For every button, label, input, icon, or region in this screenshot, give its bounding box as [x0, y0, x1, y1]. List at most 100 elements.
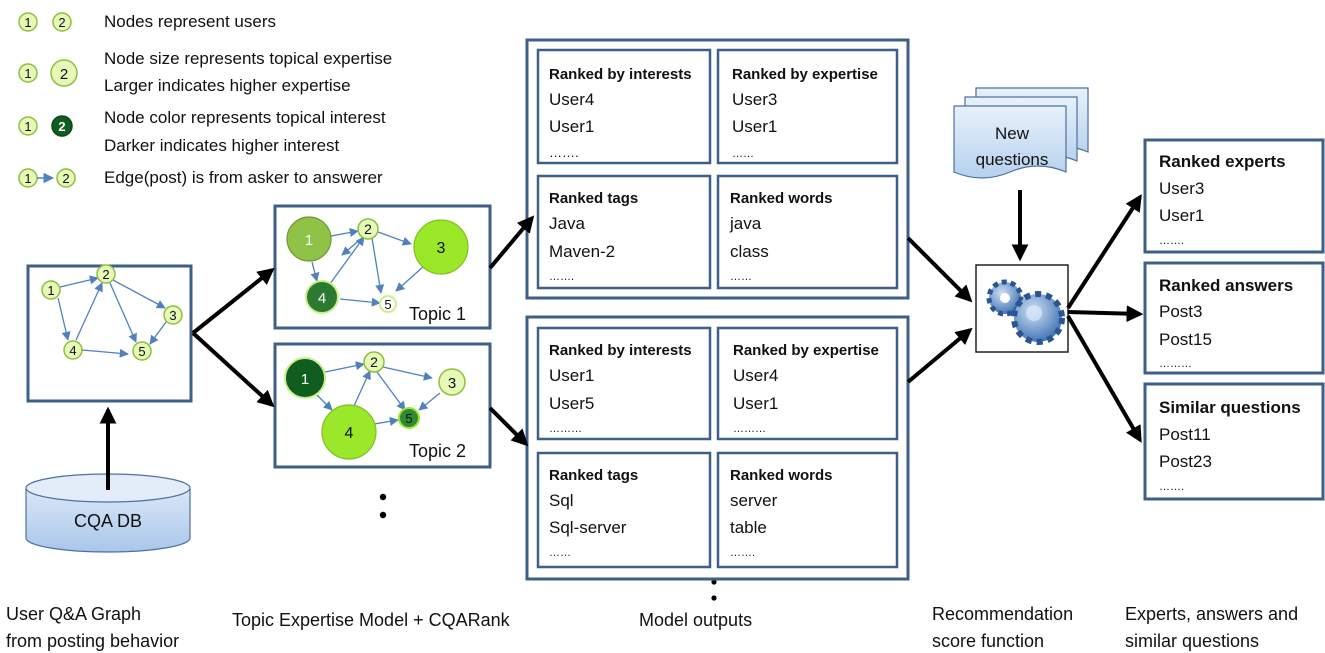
graph-node [163, 305, 183, 325]
output-cell: Ranked by expertise User4 User1 ……… [716, 326, 899, 441]
output-cell-title: Ranked tags [549, 190, 638, 207]
flow-arrow-score-to-answers [1067, 305, 1144, 323]
graph-node [438, 368, 466, 396]
output-cell-item: User4 [733, 366, 778, 385]
output-cell: Ranked tags Java Maven-2 ……. [536, 174, 712, 290]
graph-edge [324, 361, 365, 373]
graph-node [398, 407, 420, 429]
graph-node-label: 5 [138, 344, 145, 359]
legend-node-label: 2 [60, 66, 68, 83]
result-box-item: Post11 [1159, 425, 1211, 444]
gear-hub [1000, 293, 1010, 303]
graph-edge [330, 228, 359, 237]
output-cell: Ranked words java class …… [716, 174, 899, 290]
output-cell-item: Maven-2 [549, 242, 615, 261]
graph-node-label: 4 [345, 425, 354, 442]
graph-node [284, 357, 326, 399]
output-cell-more: …… [549, 547, 571, 559]
legend-node-label: 1 [24, 15, 31, 30]
result-box-title: Ranked answers [1159, 276, 1293, 295]
output-cell-frame [536, 48, 712, 165]
result-box-item: Post3 [1159, 302, 1202, 321]
graph-node [132, 341, 152, 361]
qa-graph: 1 2 3 4 5 [26, 264, 193, 403]
dot [711, 595, 717, 601]
output-cell: Ranked by interests User1 User5 ……… [536, 326, 712, 441]
flow-arrow-score-to-similar [1066, 314, 1142, 443]
result-box-item: User1 [1159, 206, 1204, 225]
result-box-frame [1143, 261, 1325, 375]
topic-1-graph: 1 2 3 4 5 Topic 1 [273, 204, 492, 330]
legend-item-edge: 1 2 Edge(post) is from asker to answerer [18, 168, 383, 188]
output-cell-frame [716, 48, 899, 165]
captions: User Q&A Graph from posting behavior Top… [6, 604, 1298, 651]
output-cell: Ranked tags Sql Sql-server …… [536, 451, 712, 569]
output-cell-item: table [730, 518, 767, 537]
result-box-item: Post23 [1159, 452, 1212, 471]
graph-edge [149, 321, 167, 345]
output-cell: Ranked words server table ……. [716, 451, 899, 569]
score-function-box [975, 264, 1069, 353]
output-cell-frame [716, 174, 899, 290]
result-box-item: User3 [1159, 179, 1204, 198]
graph-node [41, 280, 61, 300]
caption-graph: User Q&A Graph [6, 604, 141, 624]
new-questions-label: questions [976, 150, 1049, 169]
output-cell-item: User4 [549, 90, 594, 109]
graph-edge [395, 265, 425, 292]
caption-results: similar questions [1125, 631, 1259, 651]
legend-text: Darker indicates higher interest [104, 136, 340, 155]
caption-results: Experts, answers and [1125, 604, 1298, 624]
database-label: CQA DB [74, 511, 142, 531]
output-cell-more: …… [732, 148, 754, 160]
legend-text: Node color represents topical interest [104, 108, 386, 127]
graph-edge [377, 231, 412, 246]
flow-arrow-outputs2-to-score [906, 327, 973, 384]
caption-score: Recommendation [932, 604, 1073, 624]
result-box-experts: Ranked experts User3 User1 ……. [1143, 138, 1325, 254]
legend-node-label: 2 [58, 119, 65, 134]
output-cell-title: Ranked words [730, 190, 833, 207]
graph-node-label: 2 [370, 354, 378, 370]
database-body [25, 488, 191, 553]
legend-text: Nodes represent users [104, 12, 276, 31]
graph-node [321, 404, 377, 460]
legend-node-icon [18, 116, 38, 136]
output-cell-title: Ranked by expertise [732, 66, 878, 83]
output-cell-item: User1 [732, 117, 777, 136]
graph-node [357, 218, 379, 240]
legend: 1 2 Nodes represent users 1 2 Node size … [18, 12, 392, 188]
output-cell-more: ……. [730, 547, 755, 559]
new-questions-label: New [995, 124, 1030, 143]
result-box-title: Ranked experts [1159, 152, 1286, 171]
graph-node-label: 3 [448, 375, 456, 392]
output-cell-item: Sql-server [549, 518, 627, 537]
graph-edge [59, 275, 99, 288]
result-box-answers: Ranked answers Post3 Post15 ……… [1143, 261, 1325, 375]
output-cell-frame [536, 174, 712, 290]
model-output-panel-1: Ranked by interests User4 User1 ……. Rank… [525, 38, 910, 300]
legend-item-size: 1 2 Node size represents topical experti… [18, 49, 392, 95]
result-box-frame [1143, 382, 1325, 501]
graph-node-label: 4 [318, 290, 326, 307]
graph-edge [382, 366, 433, 381]
graph-node-label: 2 [364, 221, 372, 237]
caption-graph: from posting behavior [6, 631, 179, 651]
legend-text: Node size represents topical expertise [104, 49, 392, 68]
graph-node [363, 351, 385, 373]
result-box-title: Similar questions [1159, 398, 1301, 417]
graph-node-label: 4 [69, 343, 76, 358]
topic-label: Topic 1 [409, 304, 466, 324]
result-box-item: Post15 [1159, 330, 1212, 349]
graph-node [305, 280, 339, 314]
graph-edge [109, 282, 137, 343]
graph-edge [352, 370, 371, 409]
topic-2-graph: 1 2 3 4 5 Topic 2 [273, 342, 492, 469]
flow-arrow-topic2-to-outputs [488, 406, 529, 447]
graph-node-label: 5 [405, 411, 412, 426]
graph-edge [341, 237, 363, 256]
graph-node [286, 216, 332, 262]
flow-arrow-graph-to-topic2 [191, 331, 275, 408]
output-cell-title: Ranked by expertise [733, 342, 879, 359]
output-cell-title: Ranked words [730, 467, 833, 484]
